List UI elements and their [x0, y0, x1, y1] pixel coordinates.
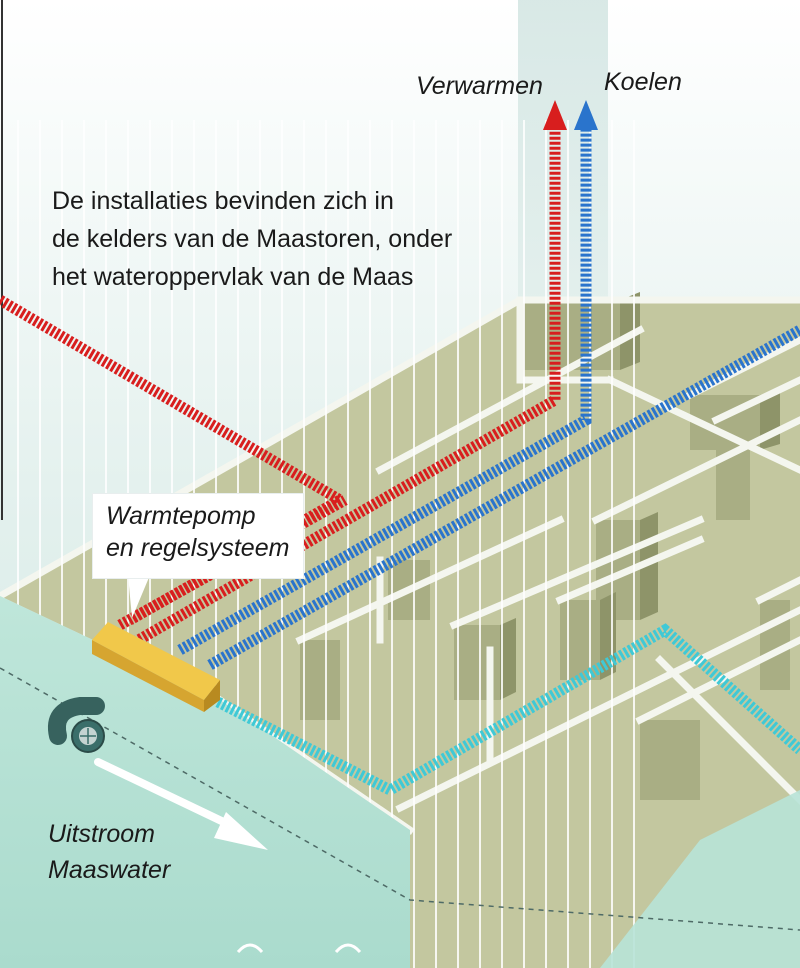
river-water-right — [600, 790, 800, 968]
pump-label-pointer — [128, 575, 150, 618]
pump-label-line: Warmtepomp — [106, 502, 256, 530]
tower-shaft — [518, 0, 608, 340]
outflow-label: Uitstroom Maaswater — [48, 816, 170, 888]
cooling-label: Koelen — [604, 68, 682, 96]
river-wave-1 — [236, 943, 264, 954]
river-edge-dashed — [0, 667, 800, 931]
caption-line: De installaties bevinden zich in — [52, 187, 394, 215]
basement-floor — [0, 300, 800, 968]
river-water — [0, 596, 410, 968]
arrow-up-icon — [574, 100, 598, 130]
pump-label: Warmtepomp en regelsysteem — [106, 500, 289, 564]
pump-label-box — [93, 494, 303, 578]
flow-arrow-icon — [94, 758, 268, 850]
pump-label-line: en regelsysteem — [106, 534, 290, 562]
heat-pump-unit — [92, 622, 220, 712]
outflow-label-line: Maaswater — [48, 856, 171, 884]
outflow-label-line: Uitstroom — [48, 820, 155, 848]
caption: De installaties bevinden zich in de keld… — [52, 182, 452, 296]
arrow-up-icon — [543, 100, 567, 130]
river-wave-2 — [334, 943, 362, 954]
cooling-pipes — [177, 130, 800, 670]
caption-line: het wateroppervlak van de Maas — [52, 263, 414, 291]
water-intake-pipe-icon — [48, 697, 105, 753]
river-water-pipe — [215, 623, 800, 797]
caption-line: de kelders van de Maastoren, onder — [52, 225, 453, 253]
heating-label: Verwarmen — [416, 72, 543, 100]
tower-columns — [17, 120, 635, 968]
